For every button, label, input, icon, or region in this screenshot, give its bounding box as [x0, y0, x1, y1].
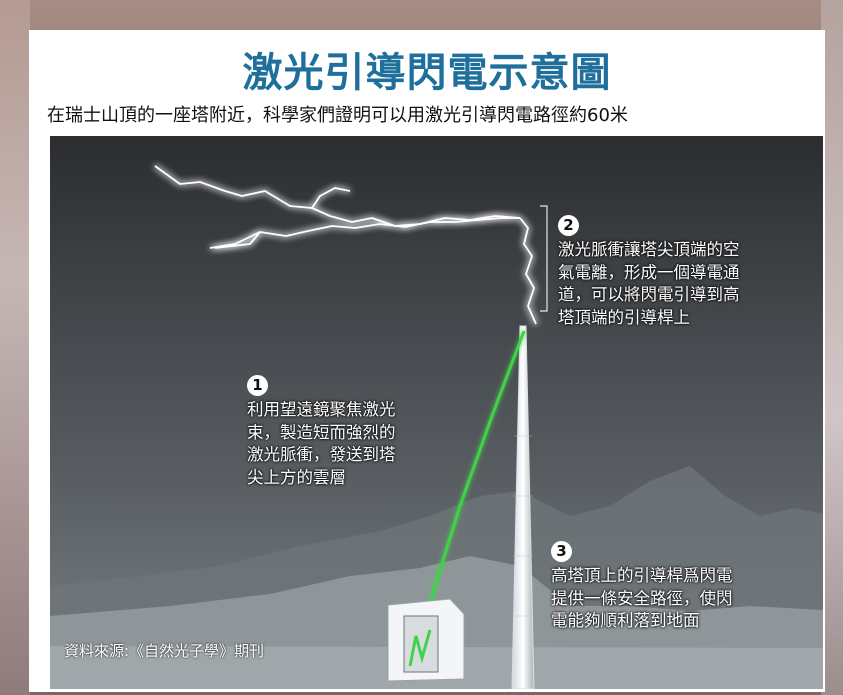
step-number-2: 2 — [558, 215, 579, 236]
telescope-station-icon — [387, 598, 465, 682]
annotation-step-3: 3 高塔頂上的引導桿爲閃電 提供一條安全路徑，使閃 電能夠順利落到地面 — [551, 540, 733, 633]
illustration-panel: 1 利用望遠鏡聚焦激光 束，製造短而強烈的 激光脈衝，發送到塔 尖上方的雲層 2… — [50, 136, 823, 689]
illustration-scene — [50, 165, 823, 689]
tower-icon — [511, 325, 535, 689]
annotation-step-1: 1 利用望遠鏡聚焦激光 束，製造短而強烈的 激光脈衝，發送到塔 尖上方的雲層 — [247, 374, 396, 489]
annotation-text-2: 激光脈衝讓塔尖頂端的空 氣電離，形成一個導電通 道，可以將閃電引導到高 塔頂端的… — [558, 240, 740, 327]
annotation-step-2: 2 激光脈衝讓塔尖頂端的空 氣電離，形成一個導電通 道，可以將閃電引導到高 塔頂… — [558, 214, 740, 329]
lightning-bolt-icon — [154, 165, 537, 325]
source-credit: 資料來源:《自然光子學》期刊 — [64, 642, 265, 660]
step-number-3: 3 — [551, 541, 572, 562]
annotation-bracket — [540, 205, 548, 312]
infographic-subtitle: 在瑞士山頂的一座塔附近，科學家們證明可以用激光引導閃電路徑約60米 — [47, 105, 628, 126]
infographic-title: 激光引導閃電示意圖 — [242, 50, 612, 96]
background-left-edge — [0, 0, 30, 695]
background-right-edge — [821, 0, 843, 695]
annotation-text-1: 利用望遠鏡聚焦激光 束，製造短而強烈的 激光脈衝，發送到塔 尖上方的雲層 — [247, 400, 396, 487]
step-number-1: 1 — [247, 375, 268, 396]
annotation-text-3: 高塔頂上的引導桿爲閃電 提供一條安全路徑，使閃 電能夠順利落到地面 — [551, 566, 733, 630]
